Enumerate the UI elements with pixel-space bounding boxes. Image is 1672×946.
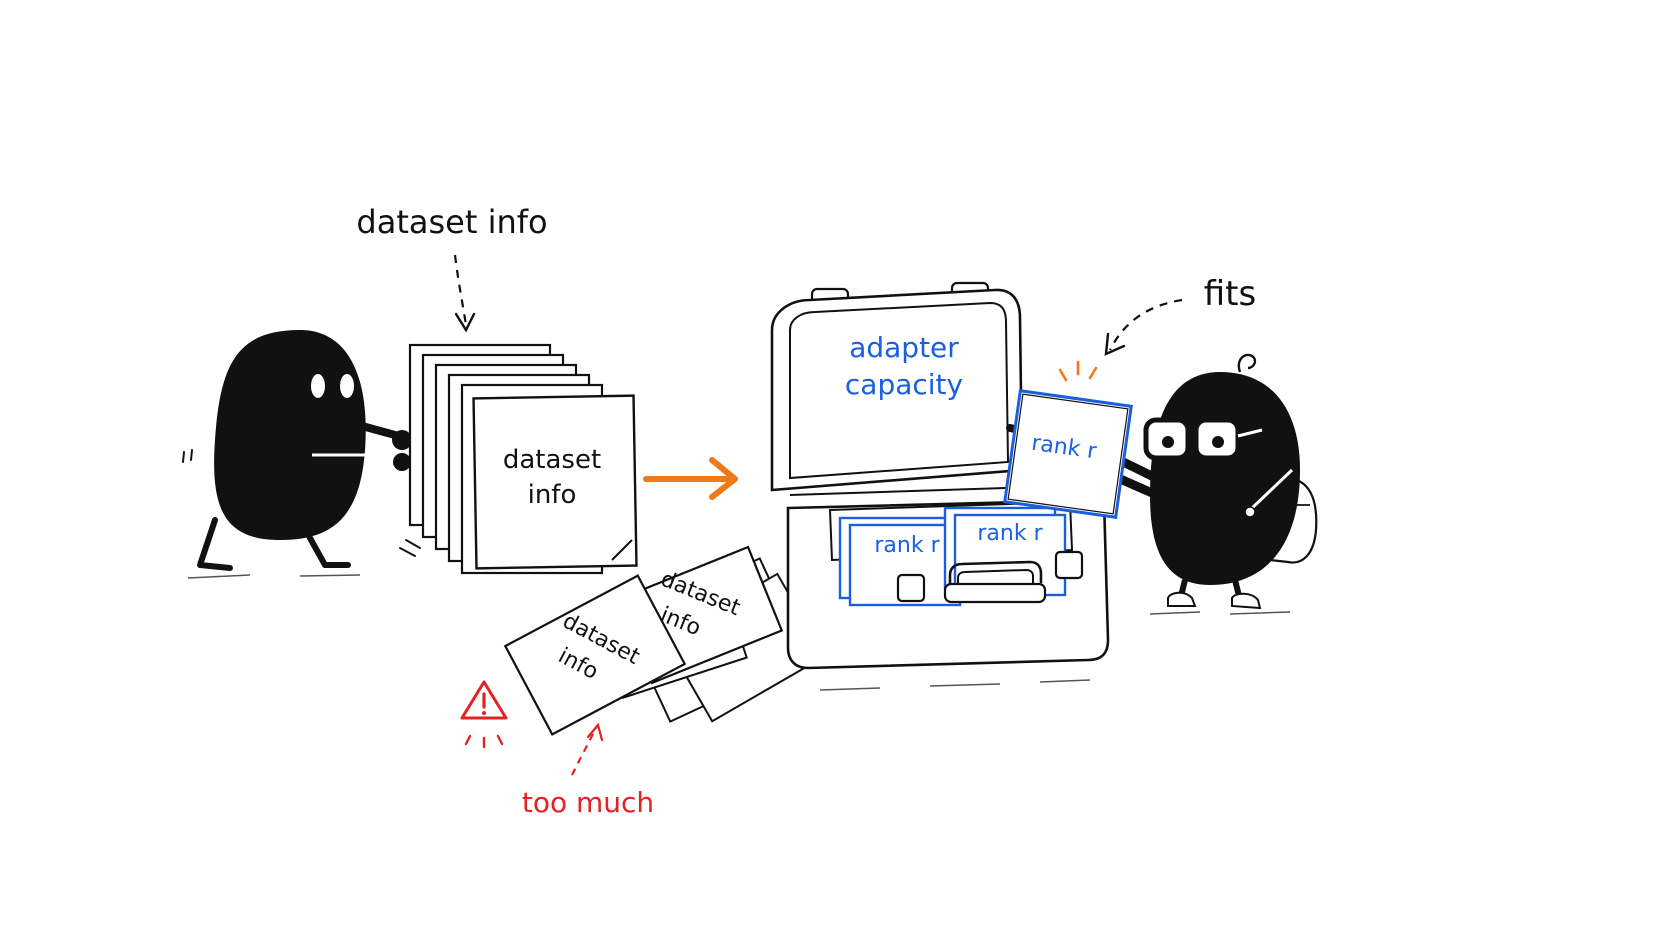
dashed-arrow-icon [453, 254, 476, 333]
sparkle-icon [1058, 360, 1098, 382]
suitcase [770, 281, 1110, 691]
suitcase-lid-label-line2: capacity [845, 368, 963, 401]
held-rank-card [1003, 389, 1133, 519]
stack-card-label-line1: dataset [503, 445, 601, 475]
dataset-card-stack [408, 343, 638, 575]
fits-label: fits [1204, 274, 1256, 314]
right-arrow-icon [643, 457, 738, 500]
dashed-arrow-icon [1104, 298, 1183, 356]
suitcase-lid-label-line1: adapter [849, 331, 959, 364]
top-caption: dataset info [356, 203, 547, 241]
nerd-character [1006, 353, 1318, 615]
warning-triangle-icon [460, 680, 508, 749]
too-much-label: too much [522, 786, 654, 819]
pushing-character [182, 330, 421, 579]
floor-card-pile [503, 545, 827, 736]
rank-card-right-label: rank r [977, 521, 1043, 546]
stack-card-label-line2: info [528, 480, 577, 510]
dashed-arrow-icon [571, 722, 604, 776]
rank-card-left-label: rank r [874, 533, 940, 558]
